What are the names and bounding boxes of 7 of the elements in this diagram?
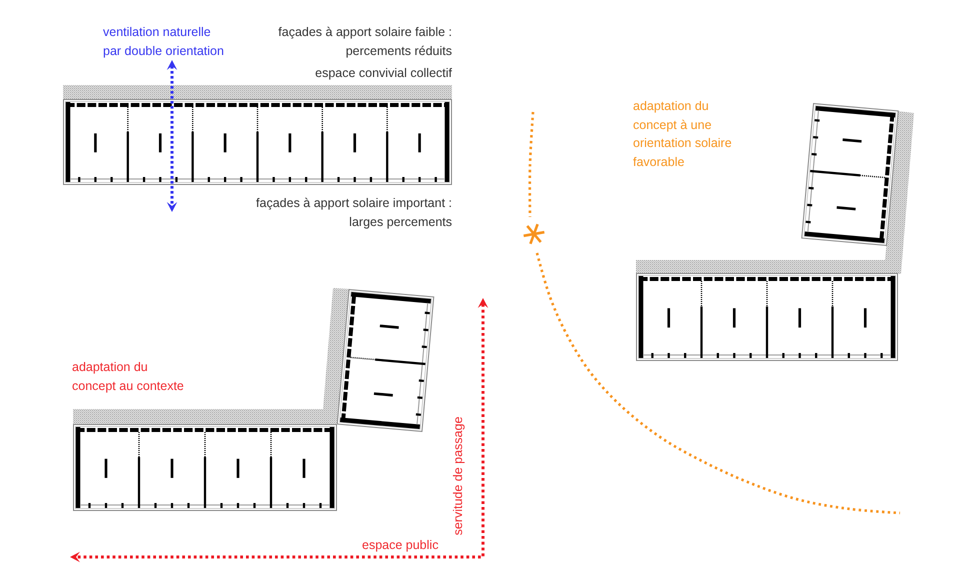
annotation-text: adaptation du concept au contexte (72, 359, 185, 395)
annotation-text: servitude de passage (450, 416, 466, 536)
annotation-text: ventilation naturelle par double orientation (103, 24, 225, 60)
annotation-text: façades à apport solaire important : larges percements (255, 195, 452, 231)
annotation-text: adaptation du concept à une orientation solaire favorable (633, 98, 733, 172)
annotation-text: espace convivial collectif (315, 65, 452, 82)
annotation-text: espace public (362, 537, 438, 554)
